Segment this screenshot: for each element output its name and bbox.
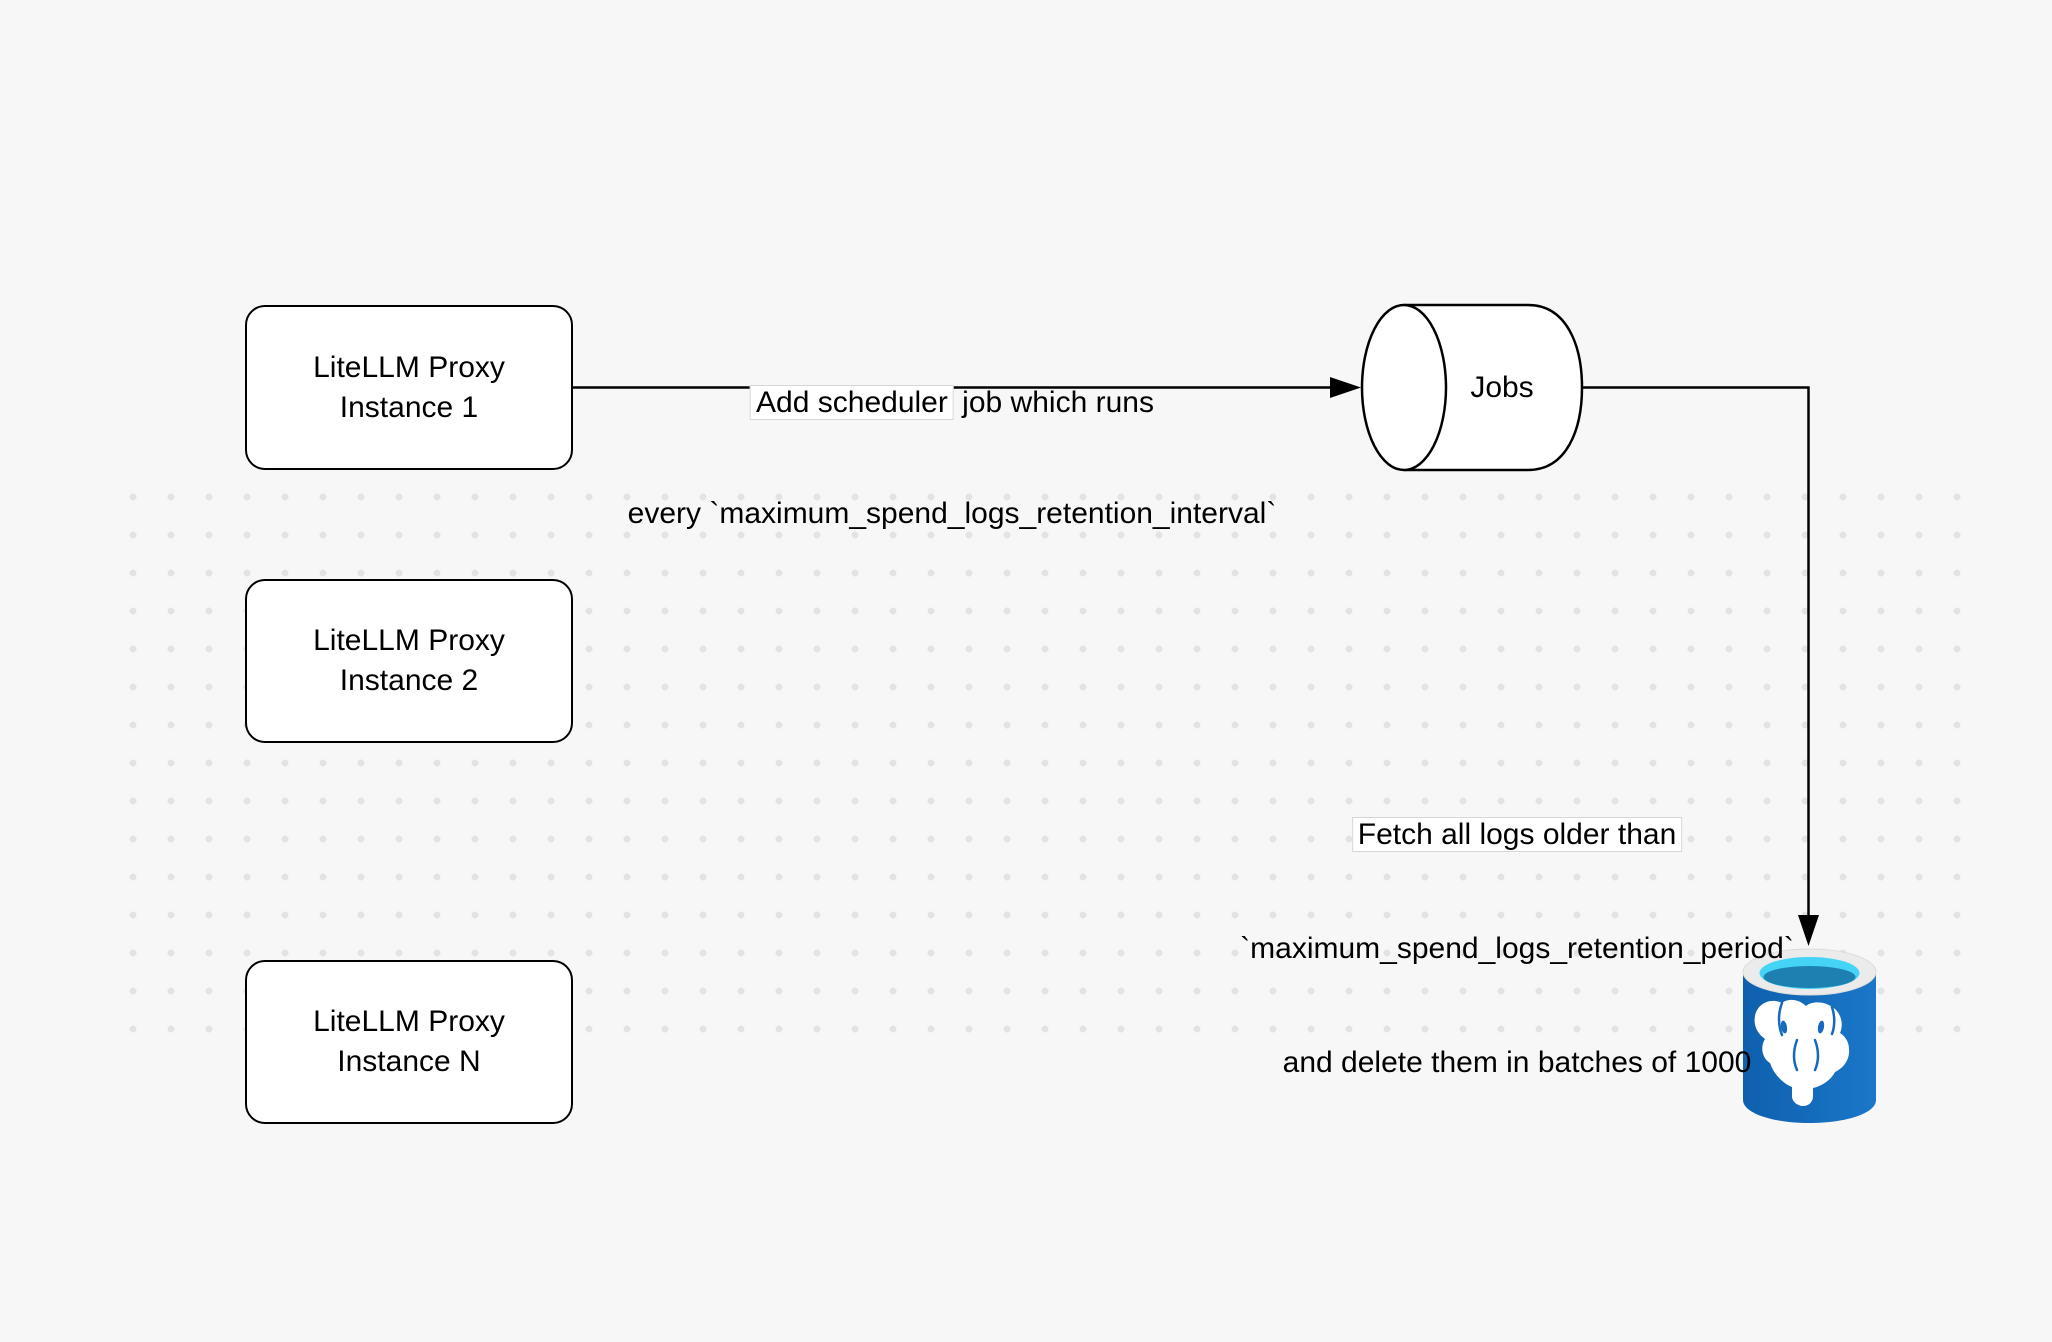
jobs-node-label: Jobs — [1470, 371, 1534, 404]
scheduler-edge-label-line1: Add scheduler job which runs — [628, 384, 1277, 421]
arrow-jobs-to-database — [1582, 386, 1819, 946]
fetch-delete-edge-label-line1: Fetch all logs older than — [1240, 816, 1794, 854]
fetch-delete-edge-label-line3: and delete them in batches of 1000 — [1282, 1046, 1752, 1079]
node-label-line: LiteLLM Proxy — [313, 624, 505, 657]
node-label-line: Instance N — [337, 1045, 481, 1078]
node-label-line: LiteLLM Proxy — [313, 1005, 505, 1038]
scheduler-edge-label-line2: every `maximum_spend_logs_retention_inte… — [627, 497, 1277, 530]
fetch-delete-edge-label-boxed-text: Fetch all logs older than — [1351, 817, 1683, 852]
node-label-line: Instance 1 — [339, 390, 479, 424]
node-label-line: Instance 2 — [339, 664, 479, 697]
fetch-delete-edge-label-line2: `maximum_spend_logs_retention_period` — [1240, 932, 1794, 965]
pg-elephant-logo — [1754, 999, 1850, 1106]
pg-cylinder-opening-shadow — [1763, 966, 1856, 988]
scheduler-edge-label: Add scheduler job which runs every `maxi… — [627, 310, 1277, 606]
jobs-queue-node — [1360, 303, 1584, 472]
node-litellm-proxy-instance-2: LiteLLM Proxy Instance 2 — [245, 579, 573, 743]
node-litellm-proxy-instance-1: LiteLLM Proxy Instance 1 — [245, 305, 573, 470]
postgresql-database-icon — [1742, 948, 1877, 1123]
scheduler-edge-label-rest-text: job which runs — [953, 386, 1154, 419]
fetch-delete-edge-label: Fetch all logs older than `maximum_spend… — [1240, 740, 1794, 1158]
scheduler-edge-label-boxed-text: Add scheduler — [750, 385, 954, 420]
node-label-line: LiteLLM Proxy — [313, 350, 505, 384]
node-litellm-proxy-instance-n: LiteLLM Proxy Instance N — [245, 960, 573, 1124]
